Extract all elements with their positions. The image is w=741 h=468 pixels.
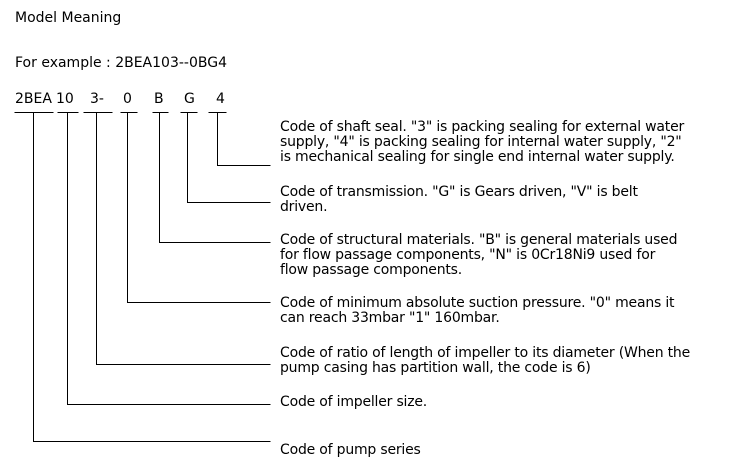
leader-impeller-ratio	[96, 112, 271, 365]
segment-suction-pressure: 0	[123, 91, 132, 107]
segment-materials: B	[154, 91, 164, 107]
leader-materials	[159, 112, 271, 243]
segment-impeller-size: 10	[56, 91, 74, 107]
segment-shaft-seal: 4	[216, 91, 225, 107]
desc-impeller-ratio: Code of ratio of length of impeller to i…	[280, 345, 690, 376]
leader-suction-pressure	[127, 112, 271, 303]
diagram-title: Model Meaning	[15, 10, 122, 26]
example-model-code: For example : 2BEA103--0BG4	[15, 55, 227, 71]
leader-pump-series	[33, 112, 271, 442]
segment-transmission: G	[184, 91, 195, 107]
desc-shaft-seal: Code of shaft seal. "3" is packing seali…	[280, 119, 685, 165]
desc-structural-materials: Code of structural materials. "B" is gen…	[280, 232, 678, 278]
segment-impeller-ratio: 3-	[90, 91, 104, 107]
desc-transmission: Code of transmission. "G" is Gears drive…	[280, 184, 638, 215]
desc-pump-series: Code of pump series	[280, 442, 421, 458]
segment-pump-series: 2BEA	[15, 91, 52, 107]
desc-suction-pressure: Code of minimum absolute suction pressur…	[280, 295, 675, 326]
leader-transmission	[187, 112, 271, 203]
leader-shaft-seal	[217, 112, 271, 166]
desc-impeller-size: Code of impeller size.	[280, 394, 428, 410]
leader-impeller-size	[67, 112, 271, 405]
